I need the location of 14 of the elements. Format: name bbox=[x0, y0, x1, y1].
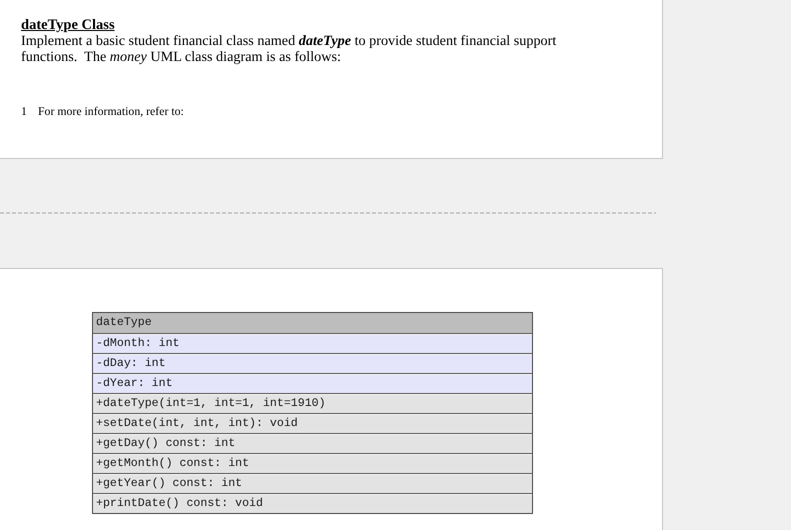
uml-class-box bbox=[92, 312, 533, 514]
uml-method: +setDate(int, int, int): void bbox=[93, 413, 532, 433]
footnote-text: For more information, refer to: bbox=[38, 104, 184, 118]
uml-method: +getMonth() const: int bbox=[93, 453, 532, 473]
uml-attribute: -dDay: int bbox=[93, 353, 532, 373]
uml-attribute: -dYear: int bbox=[93, 373, 532, 393]
footnote-number: 1 bbox=[21, 104, 27, 118]
uml-method: +getDay() const: int bbox=[93, 433, 532, 453]
uml-method: +dateType(int=1, int=1, int=1910) bbox=[93, 393, 532, 413]
heading: dateType Class bbox=[21, 17, 115, 33]
uml-attribute: -dMonth: int bbox=[93, 333, 532, 353]
paragraph: Implement a basic student financial class named dateType to provide student financial support functions. The money UML class diagram is as follows: bbox=[21, 33, 558, 65]
uml-method: +printDate() const: void bbox=[93, 493, 532, 513]
uml-method: +getYear() const: int bbox=[93, 473, 532, 493]
